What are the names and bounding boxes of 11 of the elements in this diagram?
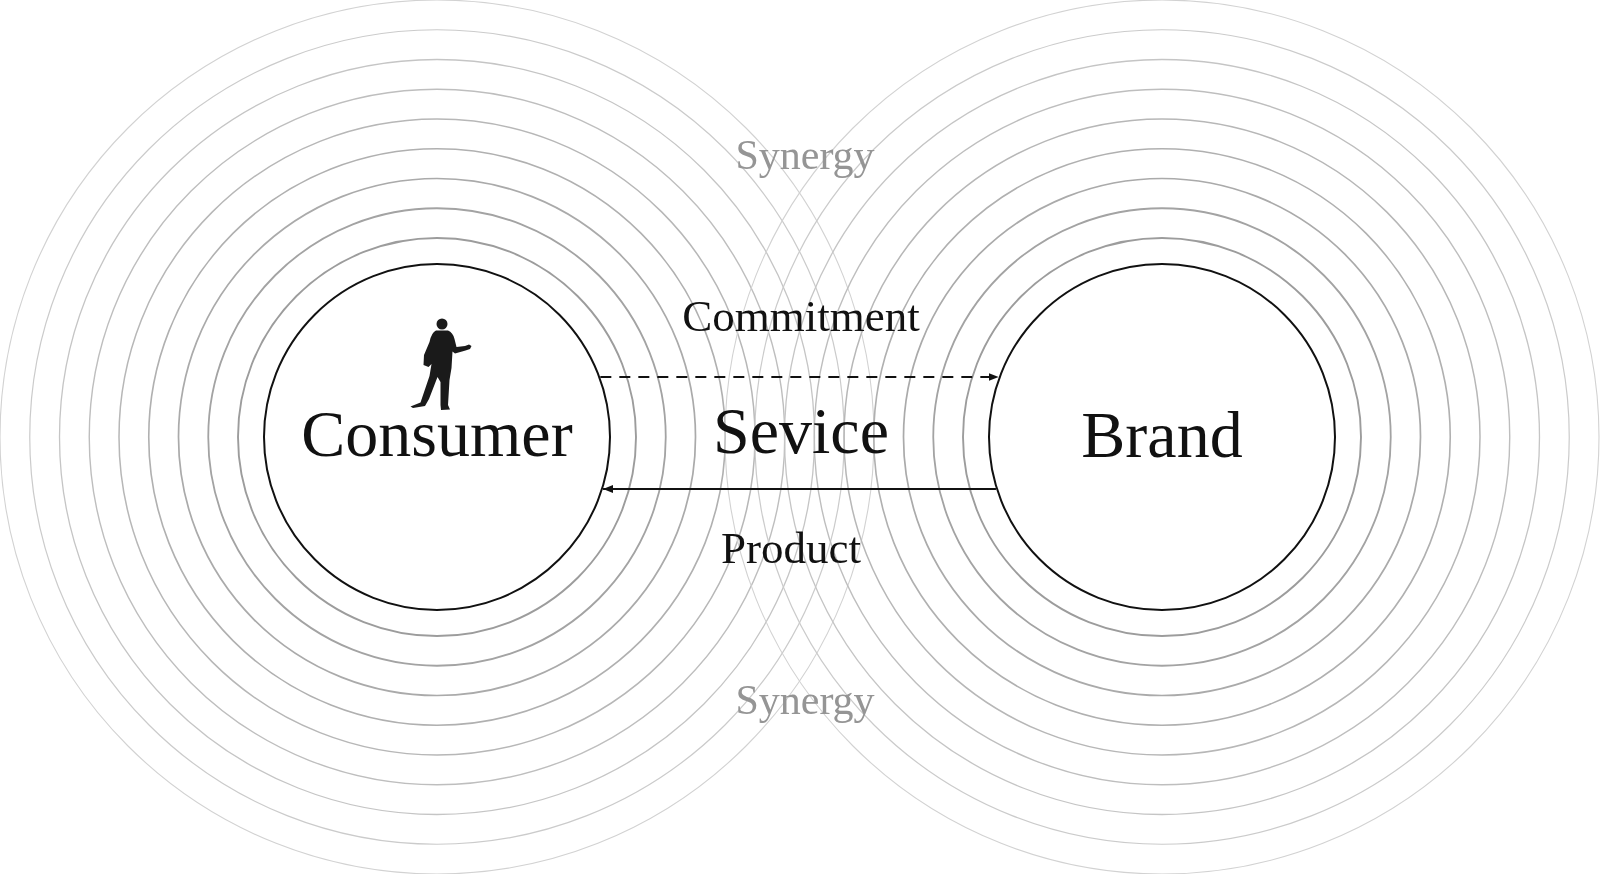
label-text: Synergy: [735, 134, 875, 176]
node-label: Brand: [1081, 402, 1243, 468]
arrow: [599, 373, 1000, 381]
node-label: Consumer: [301, 401, 573, 467]
label-text: Sevice: [713, 398, 889, 464]
arrow: [602, 485, 997, 493]
edge-label: Commitment: [682, 293, 920, 339]
edge-label: Product: [721, 525, 861, 571]
label-text: Synergy: [735, 679, 875, 721]
circle-node: [988, 263, 1336, 611]
circle-node: [263, 263, 611, 611]
